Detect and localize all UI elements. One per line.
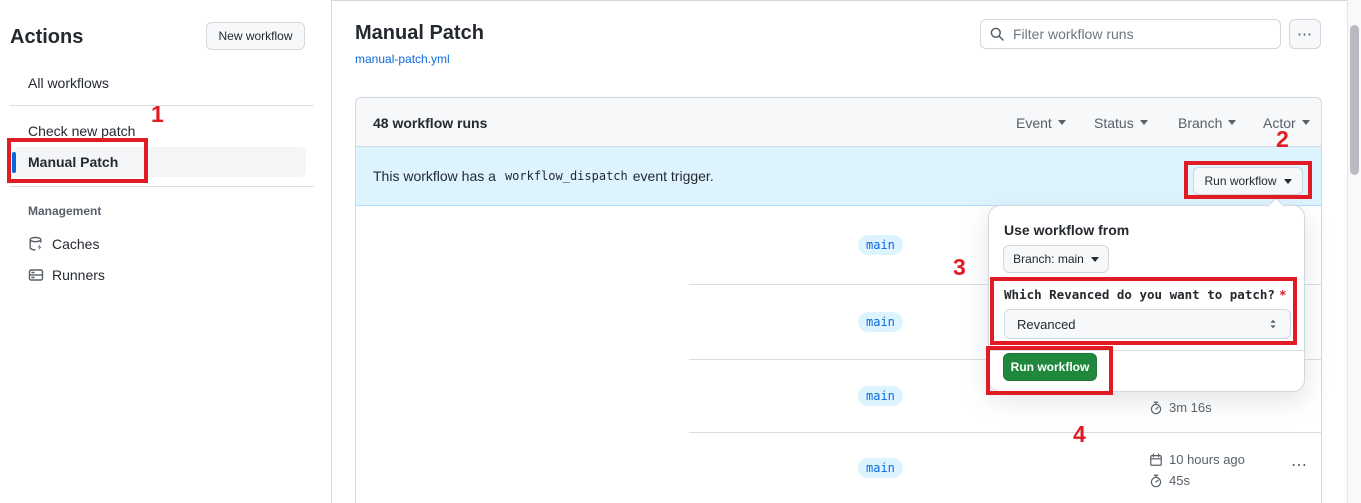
input-label-text: Which Revanced do you want to patch?	[1004, 287, 1275, 302]
branch-badge[interactable]: main	[858, 235, 903, 255]
scrollbar-thumb[interactable]	[1350, 25, 1359, 175]
filter-label: Status	[1094, 114, 1134, 131]
run-more-menu-button[interactable]: ⋯	[1285, 454, 1313, 476]
calendar-icon	[1150, 453, 1162, 466]
run-workflow-dropdown-button[interactable]: Run workflow	[1193, 167, 1303, 195]
workflow-input-label: Which Revanced do you want to patch?*	[1004, 287, 1286, 302]
annotation-step-1: 1	[151, 101, 164, 127]
updown-arrows-icon	[1270, 319, 1276, 329]
duration-text: 45s	[1169, 473, 1190, 488]
actor-filter-dropdown[interactable]: Actor	[1263, 98, 1310, 147]
filter-label: Branch	[1178, 114, 1223, 131]
stopwatch-icon	[1150, 474, 1162, 487]
run-workflow-label: Run workflow	[1204, 174, 1277, 188]
sidebar-item-label: Check new patch	[28, 123, 136, 139]
sidebar-divider	[10, 105, 314, 106]
sidebar-item-all-workflows[interactable]: All workflows	[12, 68, 306, 98]
sidebar-item-label: All workflows	[28, 75, 109, 91]
caret-down-icon	[1057, 120, 1066, 125]
sidebar-item-label: Manual Patch	[28, 154, 119, 170]
sidebar-item-manual-patch[interactable]: Manual Patch	[12, 147, 306, 177]
runs-card-header: 48 workflow runs Event Status Branch Act…	[356, 98, 1321, 147]
caret-down-icon	[1228, 120, 1237, 125]
branch-badge[interactable]: main	[858, 458, 903, 478]
caret-down-icon	[1139, 120, 1148, 125]
sidebar-item-check-new-patch[interactable]: Check new patch	[12, 116, 306, 146]
vertical-scrollbar	[1347, 0, 1361, 503]
workflow-more-menu-button[interactable]: ⋯	[1289, 19, 1321, 49]
sidebar-item-label: Caches	[52, 236, 100, 252]
required-marker: *	[1278, 287, 1287, 302]
workflow-dispatch-banner: This workflow has a workflow_dispatch ev…	[356, 147, 1321, 206]
selected-item-indicator	[12, 152, 16, 173]
run-workflow-submit-button[interactable]: Run workflow	[1003, 353, 1097, 381]
run-duration: 3m 16s	[1149, 400, 1212, 415]
run-duration: 45s	[1149, 473, 1190, 488]
stopwatch-icon	[1150, 401, 1162, 414]
workflow-runs-card: 48 workflow runs Event Status Branch Act…	[355, 97, 1322, 503]
duration-text: 3m 16s	[1169, 400, 1212, 415]
select-value: Revanced	[1017, 316, 1076, 332]
workflow-file-link[interactable]: manual-patch.yml	[355, 52, 450, 66]
workflow-run-row[interactable]: main	[356, 206, 1321, 284]
panel-divider	[989, 350, 1304, 351]
management-section-label: Management	[28, 204, 102, 218]
sidebar-item-caches[interactable]: Caches	[16, 231, 306, 257]
branch-selector-label: Branch: main	[1013, 252, 1084, 266]
workflows-sidebar: Actions New workflow All workflows Check…	[0, 0, 332, 503]
run-workflow-panel: Use workflow from Branch: main Which Rev…	[988, 205, 1305, 392]
branch-badge[interactable]: main	[858, 311, 903, 332]
branch-filter-dropdown[interactable]: Branch	[1178, 98, 1237, 147]
caret-down-icon	[1090, 256, 1099, 262]
sidebar-item-label: Runners	[52, 267, 105, 283]
filter-label: Actor	[1263, 114, 1296, 131]
server-icon	[28, 269, 44, 281]
branch-badge[interactable]: main	[858, 385, 903, 406]
revanced-select[interactable]: Revanced	[1004, 309, 1291, 339]
search-icon	[990, 27, 1004, 41]
banner-text: This workflow has a	[373, 168, 496, 184]
use-workflow-from-label: Use workflow from	[1004, 222, 1130, 238]
annotation-step-4: 4	[1073, 421, 1086, 447]
workflow-run-row[interactable]: main 10 hours ago 45s ⋯	[356, 432, 1321, 503]
page-title: Manual Patch	[355, 22, 484, 44]
run-start-time: 10 hours ago	[1149, 452, 1245, 467]
banner-code: workflow_dispatch	[504, 169, 628, 183]
caret-down-icon	[1283, 178, 1292, 184]
new-workflow-button[interactable]: New workflow	[206, 22, 305, 50]
annotation-step-2: 2	[1276, 126, 1289, 152]
filter-label: Event	[1016, 114, 1052, 131]
filter-runs-input[interactable]	[980, 19, 1281, 49]
caret-down-icon	[1301, 120, 1310, 125]
branch-selector-button[interactable]: Branch: main	[1003, 245, 1109, 273]
row-divider	[689, 432, 1321, 433]
workflow-runs-count: 48 workflow runs	[373, 114, 488, 131]
banner-text: event trigger.	[632, 168, 714, 184]
sidebar-item-runners[interactable]: Runners	[16, 262, 306, 288]
started-text: 10 hours ago	[1169, 452, 1245, 467]
cache-database-icon	[29, 236, 42, 251]
sidebar-title: Actions	[10, 26, 84, 48]
annotation-step-3: 3	[953, 254, 966, 280]
event-filter-dropdown[interactable]: Event	[1016, 98, 1066, 147]
nav-bottom-border	[0, 0, 1361, 1]
filter-workflow-runs	[980, 19, 1281, 49]
sidebar-divider	[10, 186, 314, 187]
status-filter-dropdown[interactable]: Status	[1094, 98, 1148, 147]
